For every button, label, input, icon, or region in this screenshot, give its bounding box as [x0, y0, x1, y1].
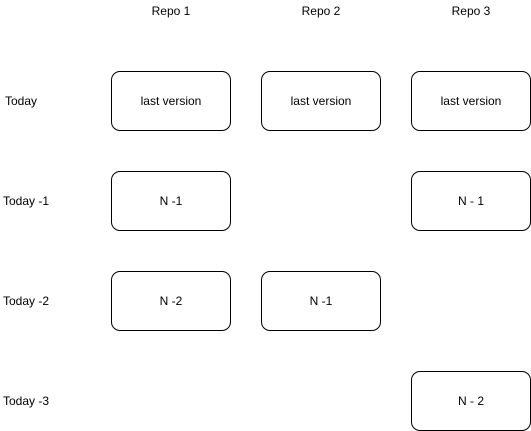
row-label-today-minus-2: Today -2: [3, 294, 50, 308]
row-label-today: Today: [5, 94, 38, 108]
row-label-today-minus-3: Today -3: [3, 394, 50, 408]
column-header-repo-2: Repo 2: [301, 4, 341, 18]
version-node: N - 2: [411, 371, 531, 431]
row-label-today-minus-1: Today -1: [3, 194, 50, 208]
version-node: N -1: [261, 271, 381, 331]
version-node: N -2: [111, 271, 231, 331]
version-node: N - 1: [411, 171, 531, 231]
version-node: last version: [411, 71, 531, 131]
column-header-repo-1: Repo 1: [151, 4, 191, 18]
version-node: N -1: [111, 171, 231, 231]
column-header-repo-3: Repo 3: [451, 4, 491, 18]
version-node: last version: [261, 71, 381, 131]
version-node: last version: [111, 71, 231, 131]
